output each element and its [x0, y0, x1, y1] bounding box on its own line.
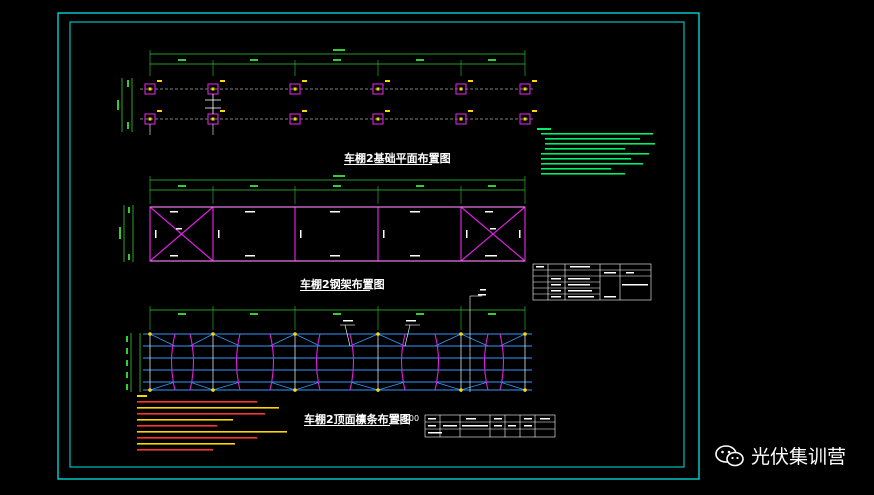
drawing-outer-frame: [57, 12, 700, 480]
watermark: 光伏集训营: [715, 442, 846, 469]
roof-notes: [137, 395, 287, 451]
roof-plan-title: 车棚2顶面檩条布置图: [304, 413, 411, 426]
member-table: [532, 263, 652, 301]
steel-frame-title: 车棚2钢架布置图: [300, 278, 385, 291]
foundation-notes: [537, 128, 655, 175]
foundation-plan: [117, 49, 537, 135]
drawing-inner-frame: [69, 21, 685, 468]
material-table: [424, 414, 556, 438]
roof-title-underline: [304, 425, 390, 426]
foundation-plan-title: 车棚2基础平面布置图: [344, 152, 451, 165]
steel-frame-plan: [119, 175, 526, 262]
steel-title-underline: [300, 290, 370, 291]
roof-plan-scale: 1:100: [396, 414, 420, 423]
foundation-title-underline: [344, 164, 432, 165]
roof-purlin-plan: [126, 289, 532, 392]
wechat-icon: [715, 444, 744, 466]
watermark-text: 光伏集训营: [750, 446, 846, 468]
